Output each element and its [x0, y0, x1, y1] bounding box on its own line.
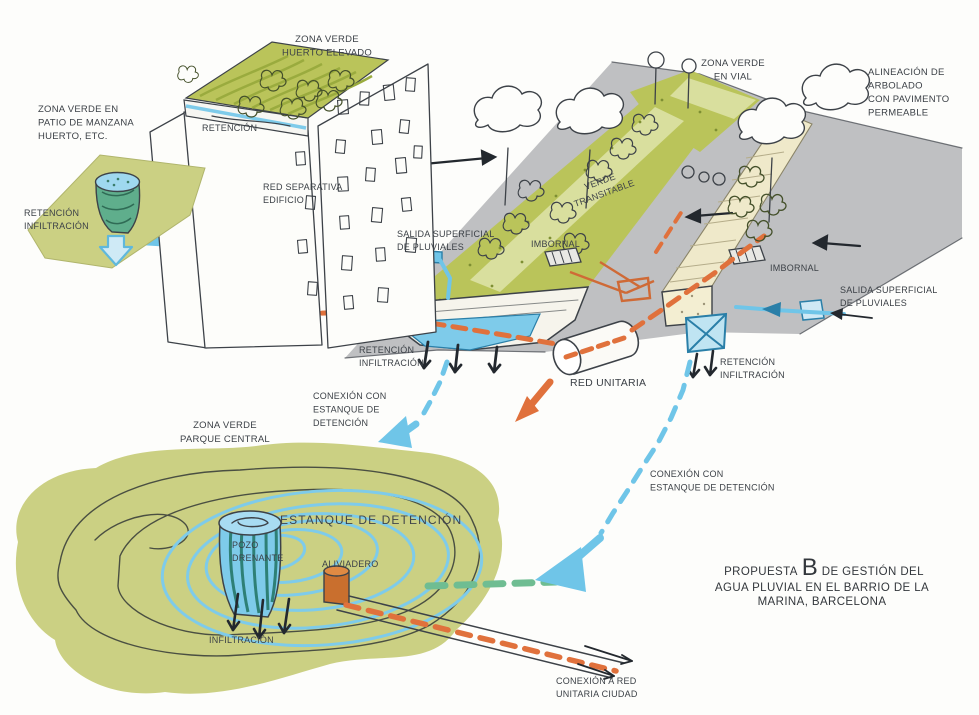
- pond-connection-right-dash: [598, 359, 693, 536]
- pond-infiltration-arrows: [226, 592, 292, 640]
- courtyard-well: [94, 171, 141, 234]
- well-spiral: [231, 517, 269, 528]
- pond-contour: [186, 502, 450, 630]
- verde-transitable-band: [470, 107, 684, 292]
- roof-swale-sketch: [211, 115, 291, 127]
- title-line2: AGUA PLUVIAL EN EL BARRIO DE LA: [715, 582, 929, 594]
- label-infiltracion: INFILTRACIÓN: [209, 635, 274, 645]
- pond-contour: [160, 488, 484, 648]
- permeable-pavement-strip: [660, 111, 813, 379]
- street-trees: [473, 51, 871, 242]
- pozo-drenante: [218, 510, 282, 618]
- pond-connection-left-arrow: [378, 416, 420, 448]
- courtyard-zone: [27, 154, 206, 269]
- pond-connector-dash: [424, 578, 560, 590]
- stone-sketches: [681, 165, 726, 186]
- arrowhead: [378, 416, 412, 448]
- label-retencion-roof: RETENCIÓN: [202, 123, 257, 133]
- arrowhead: [535, 547, 586, 592]
- pond-connection-left-dash: [417, 359, 450, 423]
- well-top-dots: [106, 177, 130, 187]
- trench-infiltration-arrows: [686, 349, 718, 379]
- label-imbornal-izq: IMBORNAL: [531, 239, 580, 249]
- label-estanque: ESTANQUE DE DETENCIÓN: [280, 512, 462, 527]
- pond-contour: [204, 512, 416, 612]
- facade-windows: [295, 77, 423, 310]
- pond-inlet-arrow: [535, 534, 604, 592]
- imbornal-grate-left: [544, 247, 582, 267]
- aliviadero-top: [323, 565, 350, 577]
- street-block: [344, 61, 963, 379]
- road-sewer-dash: [629, 233, 767, 333]
- infiltration-trench-box: [684, 312, 728, 354]
- label-imbornal-der: IMBORNAL: [770, 263, 819, 273]
- bioswale-infiltration-arrows: [417, 340, 502, 374]
- title-line3: MARINA, BARCELONA: [758, 596, 887, 608]
- sewer-junction-sketch: [569, 260, 655, 303]
- sewer-branch-dash: [654, 206, 686, 254]
- arrowhead: [762, 302, 781, 317]
- central-park-zone: [15, 442, 633, 694]
- outfall-channel: [336, 595, 633, 680]
- green-roof: [177, 41, 390, 137]
- sewer-flow-dash: [343, 602, 619, 674]
- infiltration-outline-arrow: [98, 234, 134, 267]
- label-aliviadero: ALIVIADERO: [322, 559, 379, 569]
- red-unitaria-pipe: [552, 320, 640, 376]
- bioswale-median: [403, 70, 760, 314]
- arrowhead: [515, 396, 539, 422]
- cross-brace: [685, 313, 727, 353]
- sewer-flow-arrow: [515, 378, 554, 422]
- bioswale-cross-section: [399, 286, 590, 374]
- vial-green-lobe: [630, 70, 760, 152]
- vial-light-band: [670, 78, 756, 119]
- well-top: [218, 510, 282, 536]
- channel-end-arrows: [577, 645, 633, 680]
- small-trees: [647, 51, 697, 109]
- traffic-arrows: [422, 149, 862, 251]
- outlet-box: [799, 299, 825, 321]
- well-body: [218, 523, 282, 618]
- well-scribble: [101, 189, 135, 225]
- title-letter-B: B: [802, 554, 818, 581]
- right-pluvial-outlet: [734, 299, 873, 321]
- building-left-facade: [183, 111, 323, 349]
- aliviadero-structure: [323, 565, 350, 606]
- roof-rows: [199, 54, 373, 116]
- label-red-unitaria: RED UNITARIA: [570, 377, 646, 389]
- roof-retention-layer: [185, 104, 307, 130]
- well-top: [94, 171, 141, 193]
